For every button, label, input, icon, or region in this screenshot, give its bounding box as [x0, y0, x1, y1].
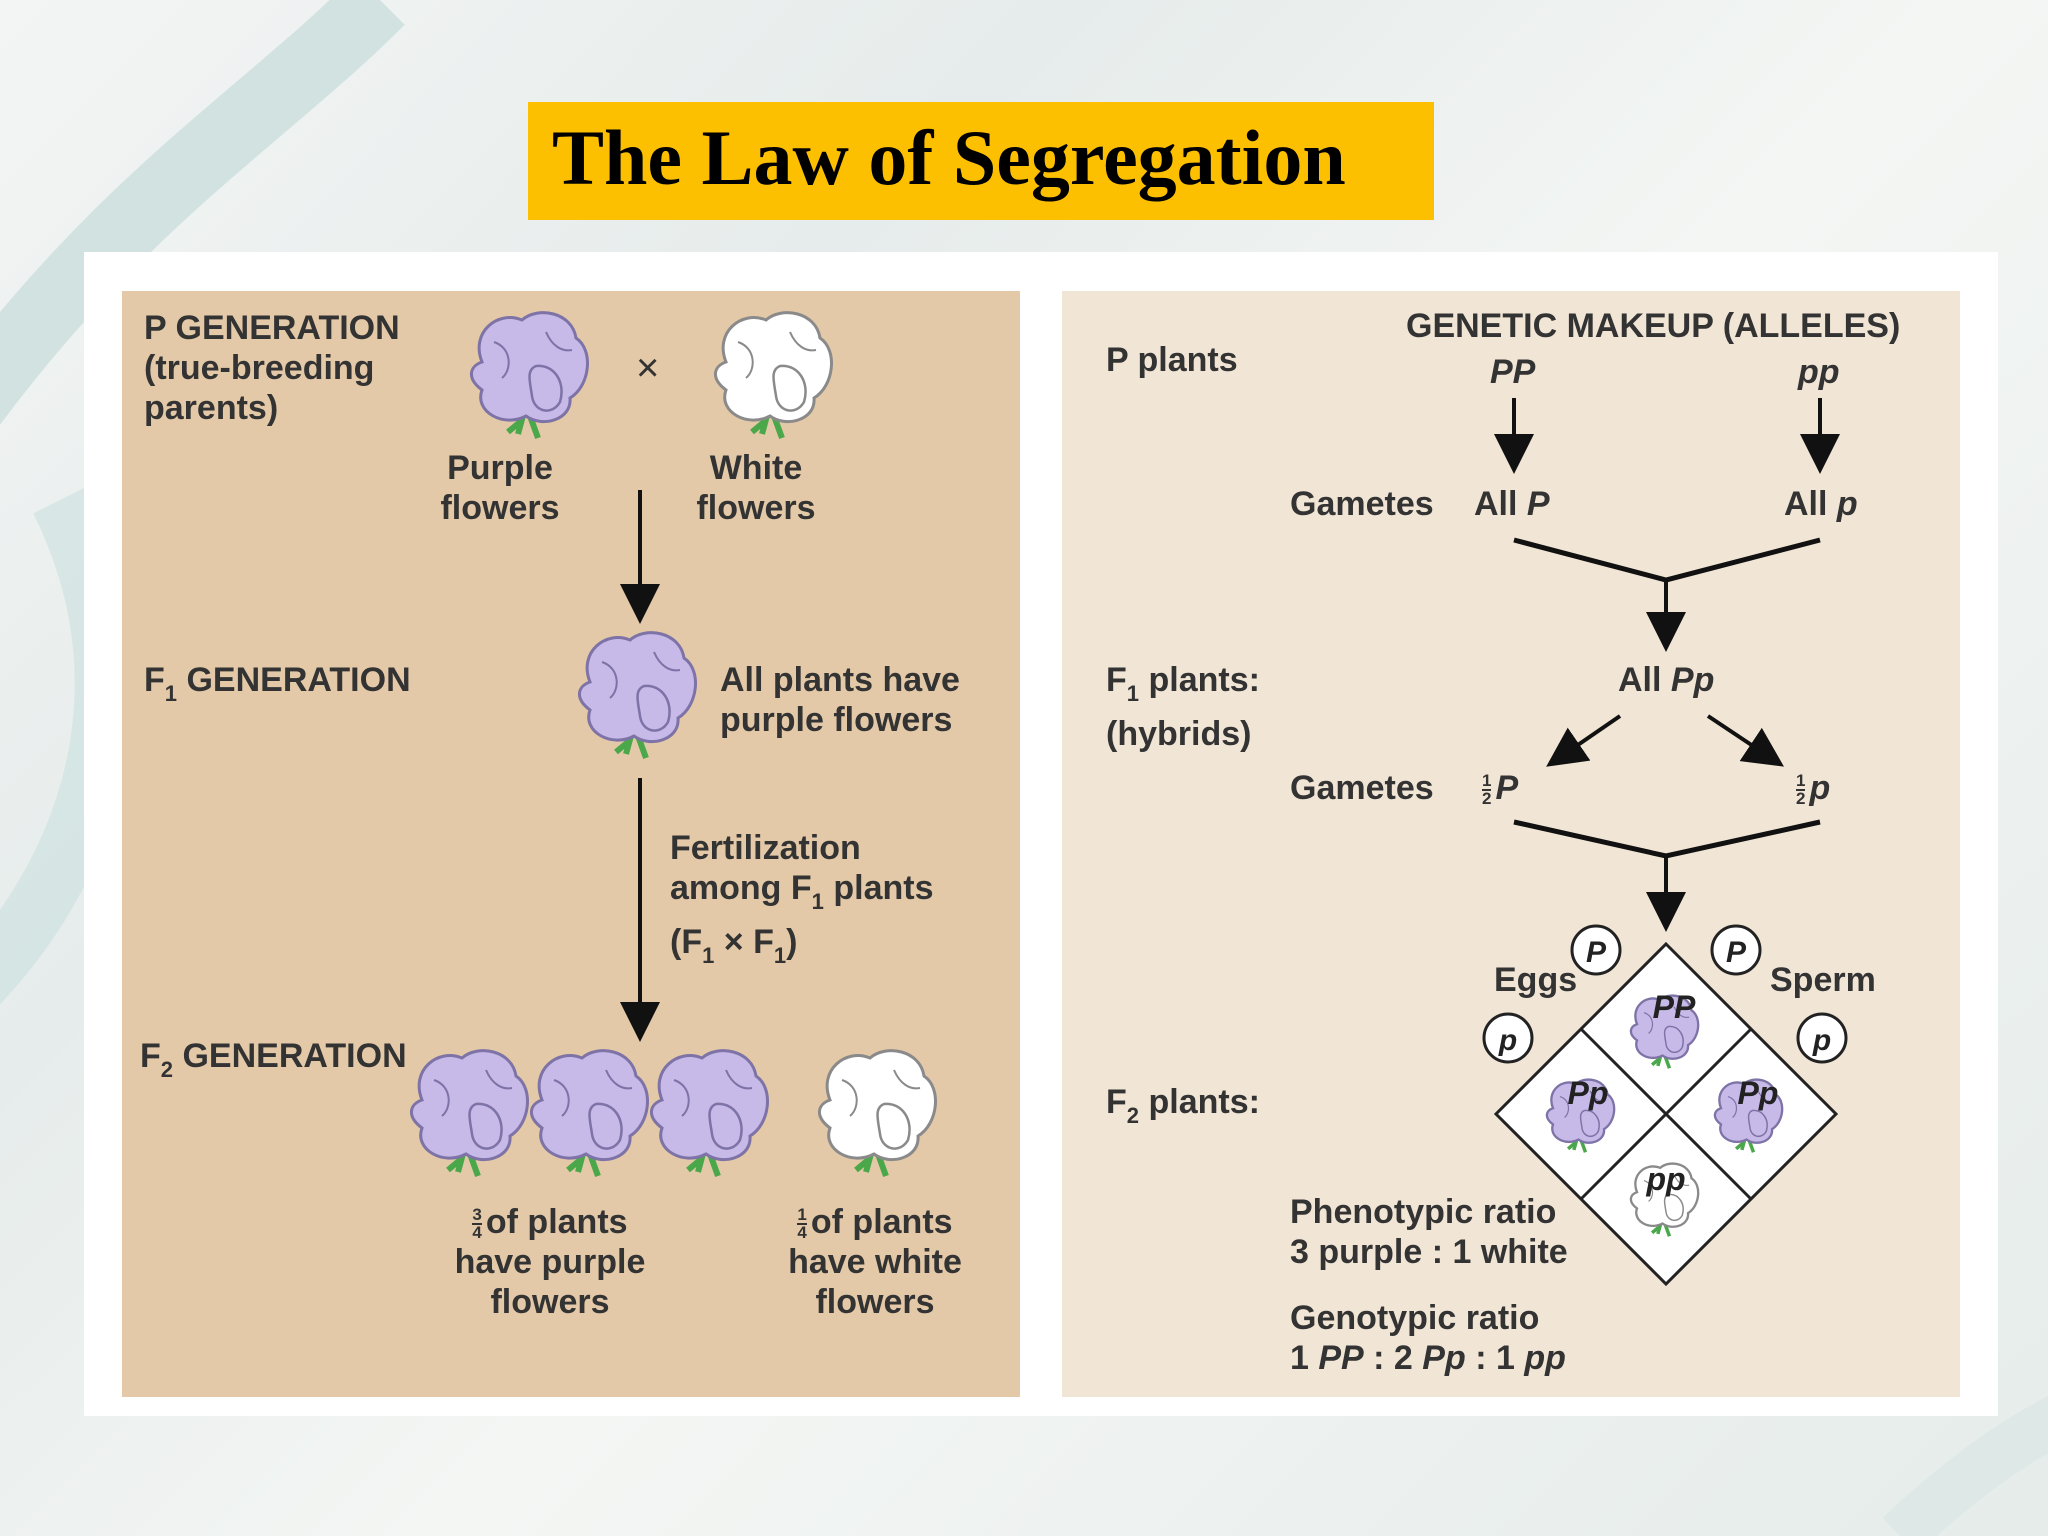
egg-allele-p: p	[1482, 1012, 1534, 1064]
all-P-gametes: All P	[1474, 485, 1550, 523]
pp-recessive-genotype: pp	[1798, 353, 1840, 391]
punnett-cell-left: Pp	[1568, 1075, 1609, 1111]
sperm-allele-p: p	[1796, 1012, 1848, 1064]
p-plants-label: P plants	[1106, 341, 1238, 379]
left-panel-generations	[122, 291, 1020, 1397]
f1-gametes-merge-lines	[1513, 819, 1821, 859]
svg-text:P: P	[1726, 936, 1747, 969]
punnett-cell-top: PP	[1653, 989, 1696, 1025]
svg-text:p: p	[1498, 1024, 1517, 1057]
f2-purple-flower-2-icon	[531, 1051, 647, 1176]
f1-generation-label: F1 GENERATION	[144, 661, 411, 706]
right-panel-genetic-makeup	[1062, 291, 1960, 1397]
title-banner: The Law of Segregation	[528, 102, 1434, 220]
f2-generation-label: F2 GENERATION	[140, 1037, 407, 1082]
eggs-label: Eggs	[1494, 961, 1578, 999]
punnett-cell-bottom: pp	[1645, 1161, 1685, 1197]
f2-purple-flower-1-icon	[411, 1051, 527, 1176]
f1-plants-label: F1 plants:(hybrids)	[1106, 661, 1260, 753]
cross-symbol: ×	[636, 346, 660, 390]
f1-to-P-gamete-arrow	[1546, 714, 1622, 767]
f1-to-p-gamete-arrow	[1706, 714, 1784, 767]
sperm-allele-P: P	[1710, 924, 1762, 976]
f1-purple-flower-icon	[579, 633, 695, 758]
page-title: The Law of Segregation	[552, 114, 1346, 201]
egg-allele-P: P	[1570, 924, 1622, 976]
punnett-cell-right: Pp	[1738, 1075, 1779, 1111]
white-flower-icon	[715, 313, 831, 438]
sperm-label: Sperm	[1770, 961, 1876, 999]
all-p-gametes: All p	[1784, 485, 1858, 523]
f2-purple-flower-3-icon	[651, 1051, 767, 1176]
svg-text:P: P	[1586, 936, 1607, 969]
svg-text:p: p	[1812, 1024, 1831, 1057]
punnett-square	[1493, 941, 1839, 1287]
gametes-label-f1: Gametes	[1290, 769, 1434, 807]
all-Pp-hybrids: All Pp	[1618, 661, 1715, 699]
f2-white-flower-icon	[819, 1051, 935, 1176]
purple-flower-icon	[471, 313, 587, 438]
genetic-makeup-heading: GENETIC MAKEUP (ALLELES)	[1406, 307, 1901, 345]
gametes-label-p: Gametes	[1290, 485, 1434, 523]
pp-dominant-genotype: PP	[1490, 353, 1536, 391]
f2-plants-label: F2 plants:	[1106, 1083, 1260, 1128]
gametes-merge-lines	[1513, 537, 1821, 583]
